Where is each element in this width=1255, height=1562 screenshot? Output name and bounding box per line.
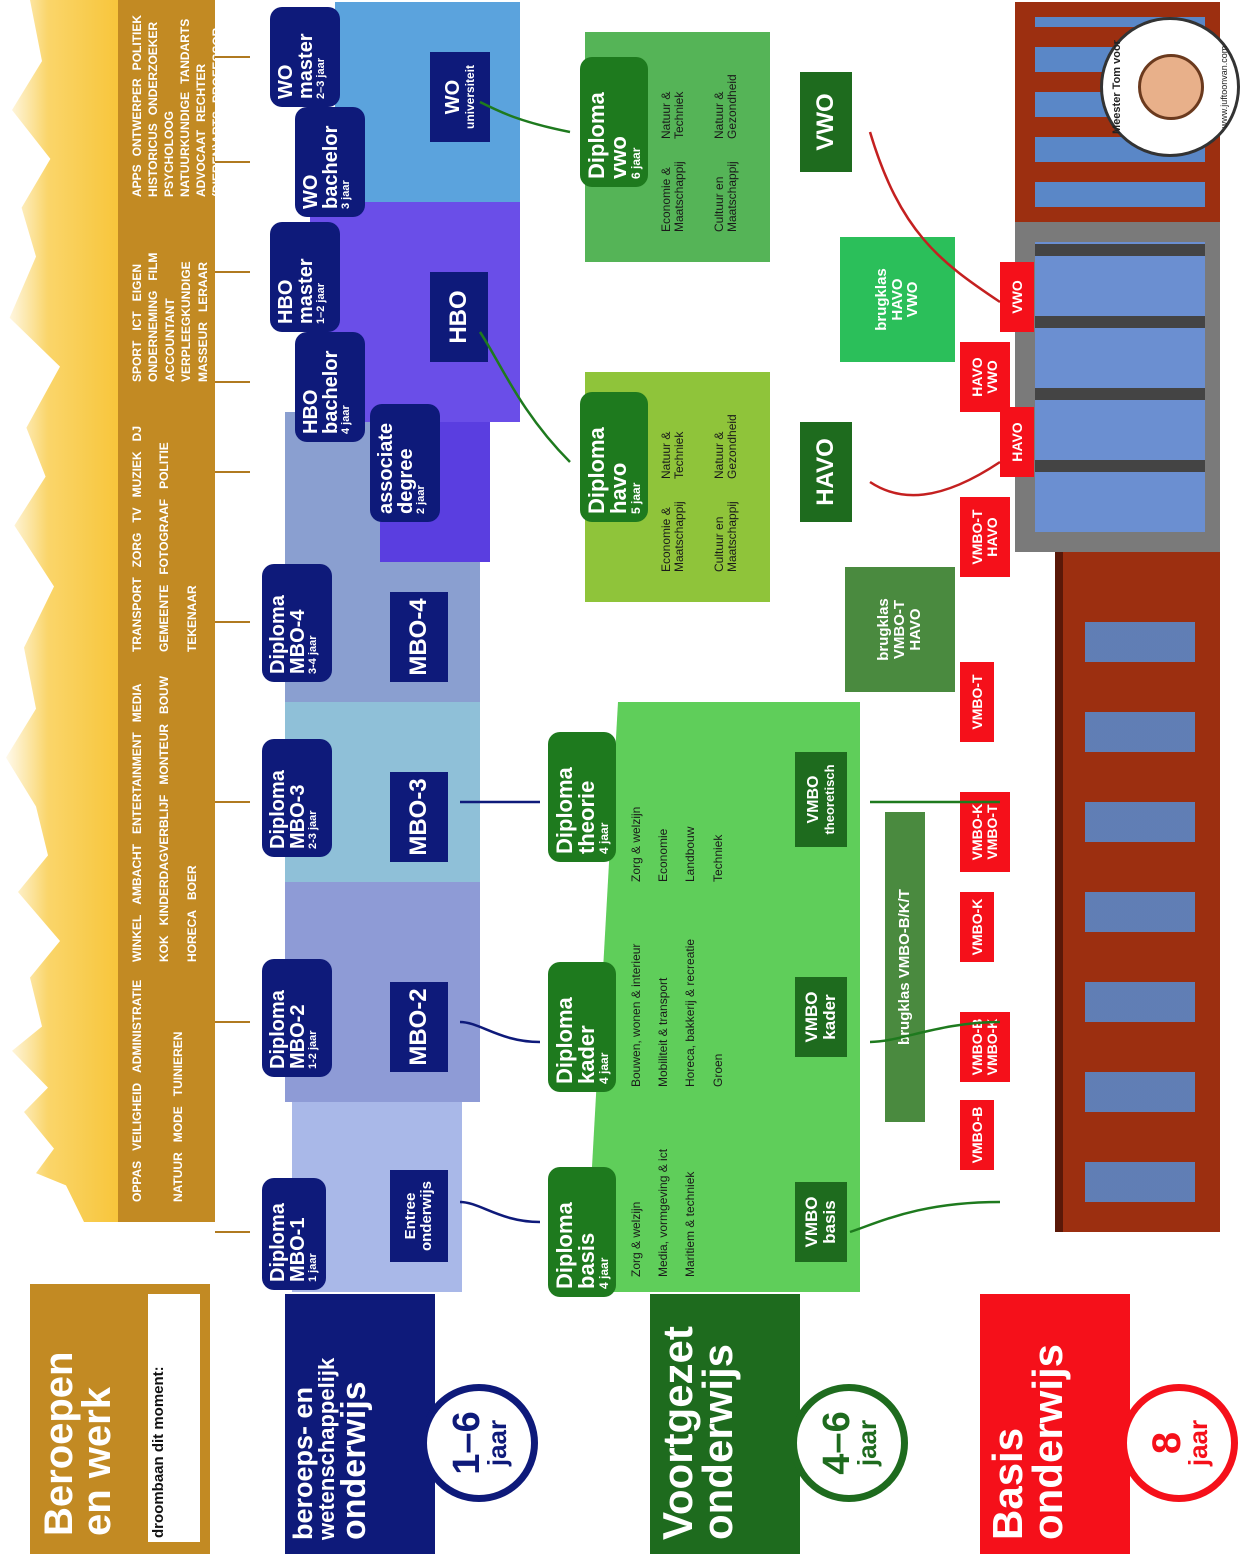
arrow-line (869, 460, 1001, 497)
arrow-line (849, 1200, 1001, 1234)
arrow-line (478, 331, 571, 463)
arrow-line (868, 131, 1001, 304)
arrow-line (479, 100, 571, 134)
arrow-line (459, 1020, 541, 1044)
arrow-line (869, 1020, 1001, 1044)
arrow-line (459, 1200, 541, 1224)
